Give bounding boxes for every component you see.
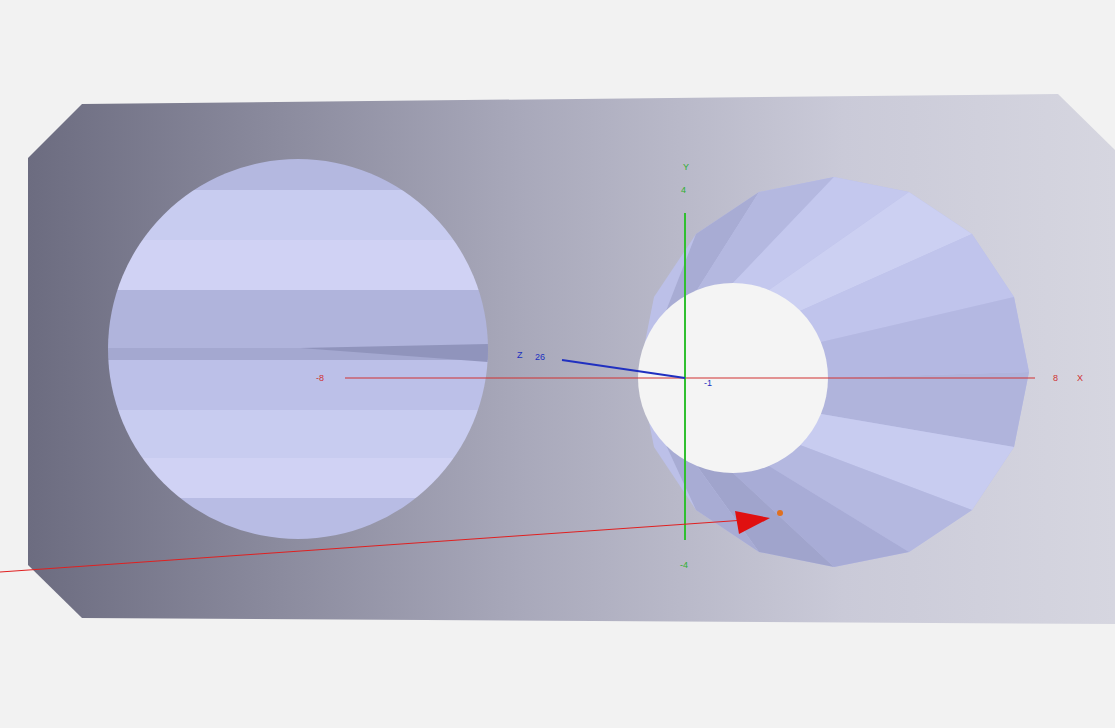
left-hole bbox=[100, 150, 500, 548]
right-hole bbox=[638, 177, 1029, 567]
point-marker bbox=[777, 510, 783, 516]
z-axis bbox=[562, 360, 685, 378]
axis-label: 8 bbox=[1053, 373, 1058, 383]
y-axis bbox=[684, 213, 686, 540]
axis-label: -4 bbox=[680, 560, 688, 570]
axis-label: 26 bbox=[535, 352, 545, 362]
axis-label: Y bbox=[683, 162, 689, 172]
axis-label: -8 bbox=[316, 373, 324, 383]
arrow-head bbox=[735, 511, 770, 534]
axis-label: -1 bbox=[704, 378, 712, 388]
axis-label: Z bbox=[517, 350, 523, 360]
axis-label: 4 bbox=[681, 185, 686, 195]
axis-label: X bbox=[1077, 373, 1083, 383]
leader-line bbox=[0, 520, 745, 572]
x-axis bbox=[345, 378, 1035, 379]
block-face bbox=[28, 94, 1115, 624]
